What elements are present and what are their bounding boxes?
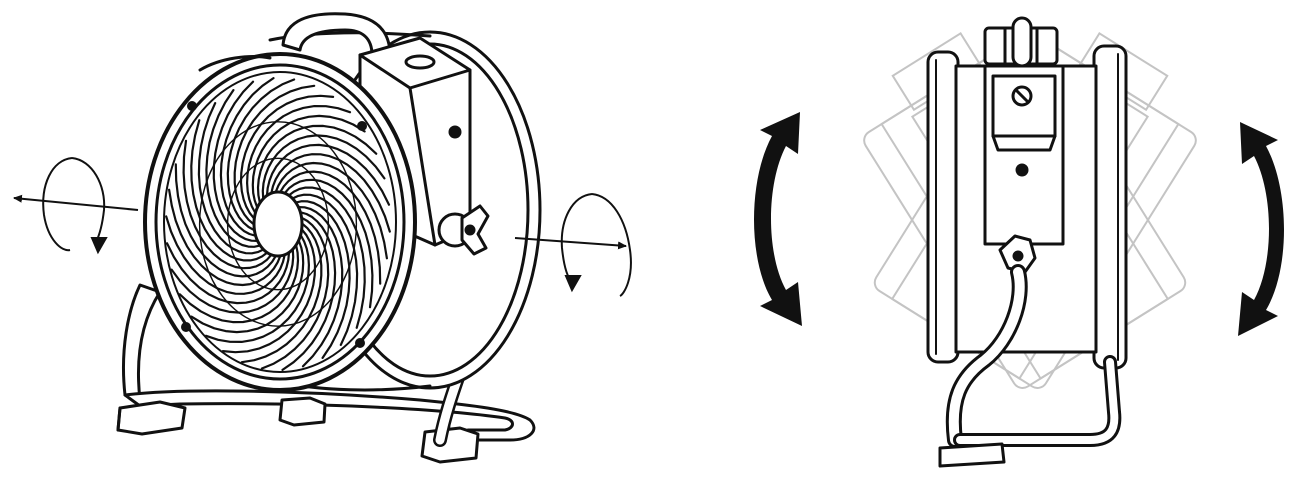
grill-spoke bbox=[226, 78, 296, 231]
grill-spoke bbox=[174, 163, 277, 278]
grill-screws bbox=[181, 101, 367, 348]
drum-fan-side-icon bbox=[926, 16, 1128, 468]
grill-spoke bbox=[182, 139, 273, 270]
rear-ring bbox=[1092, 44, 1128, 370]
grill-spoke bbox=[205, 89, 261, 248]
grill-ring bbox=[198, 121, 358, 327]
tilt-knob-icon bbox=[437, 204, 490, 256]
grill-spoke bbox=[233, 84, 316, 226]
grill-spoke bbox=[297, 206, 344, 368]
front-ring bbox=[926, 50, 960, 364]
grill-spoke bbox=[295, 200, 351, 359]
tilt-arrow-left-icon bbox=[754, 112, 802, 326]
grill-spoke bbox=[291, 193, 359, 346]
grill-spoke bbox=[283, 178, 374, 309]
drum-fan-icon bbox=[116, 12, 542, 464]
grill-spoke bbox=[287, 186, 366, 329]
grill-spoke bbox=[190, 119, 269, 262]
swivel-arrow-left-icon bbox=[13, 157, 139, 255]
grill-spoke bbox=[212, 80, 259, 242]
grill-spoke bbox=[190, 239, 305, 334]
grill-spoke bbox=[170, 248, 295, 314]
grill-spoke bbox=[274, 161, 388, 260]
grill-spoke bbox=[219, 77, 275, 237]
swivel-arrow-right-icon bbox=[514, 193, 632, 297]
fan-hub bbox=[252, 190, 304, 258]
tilt-arrow-right-icon bbox=[1238, 122, 1284, 336]
side-handle bbox=[983, 16, 1059, 68]
grill-spoke bbox=[239, 94, 335, 220]
grill-spoke bbox=[260, 217, 330, 370]
grill-spoke bbox=[240, 222, 323, 364]
grill-spoke bbox=[204, 234, 310, 343]
grill-spoke bbox=[265, 143, 391, 206]
grill-ring bbox=[226, 157, 330, 291]
grill-spoke bbox=[168, 188, 282, 287]
grill-spoke bbox=[246, 105, 352, 214]
grill-spoke bbox=[251, 114, 366, 209]
grill-spoke bbox=[279, 170, 382, 285]
grill-spoke bbox=[165, 242, 291, 305]
grill-spoke bbox=[281, 211, 337, 371]
grill-spoke bbox=[221, 228, 317, 354]
grill-spoke bbox=[270, 153, 391, 233]
grill-spoke bbox=[197, 102, 265, 255]
grill-spoke bbox=[256, 124, 378, 204]
grill-spoke bbox=[165, 215, 286, 295]
fan-grill bbox=[165, 77, 391, 371]
grill-spoke bbox=[261, 134, 386, 200]
grill-spoke bbox=[178, 244, 300, 324]
